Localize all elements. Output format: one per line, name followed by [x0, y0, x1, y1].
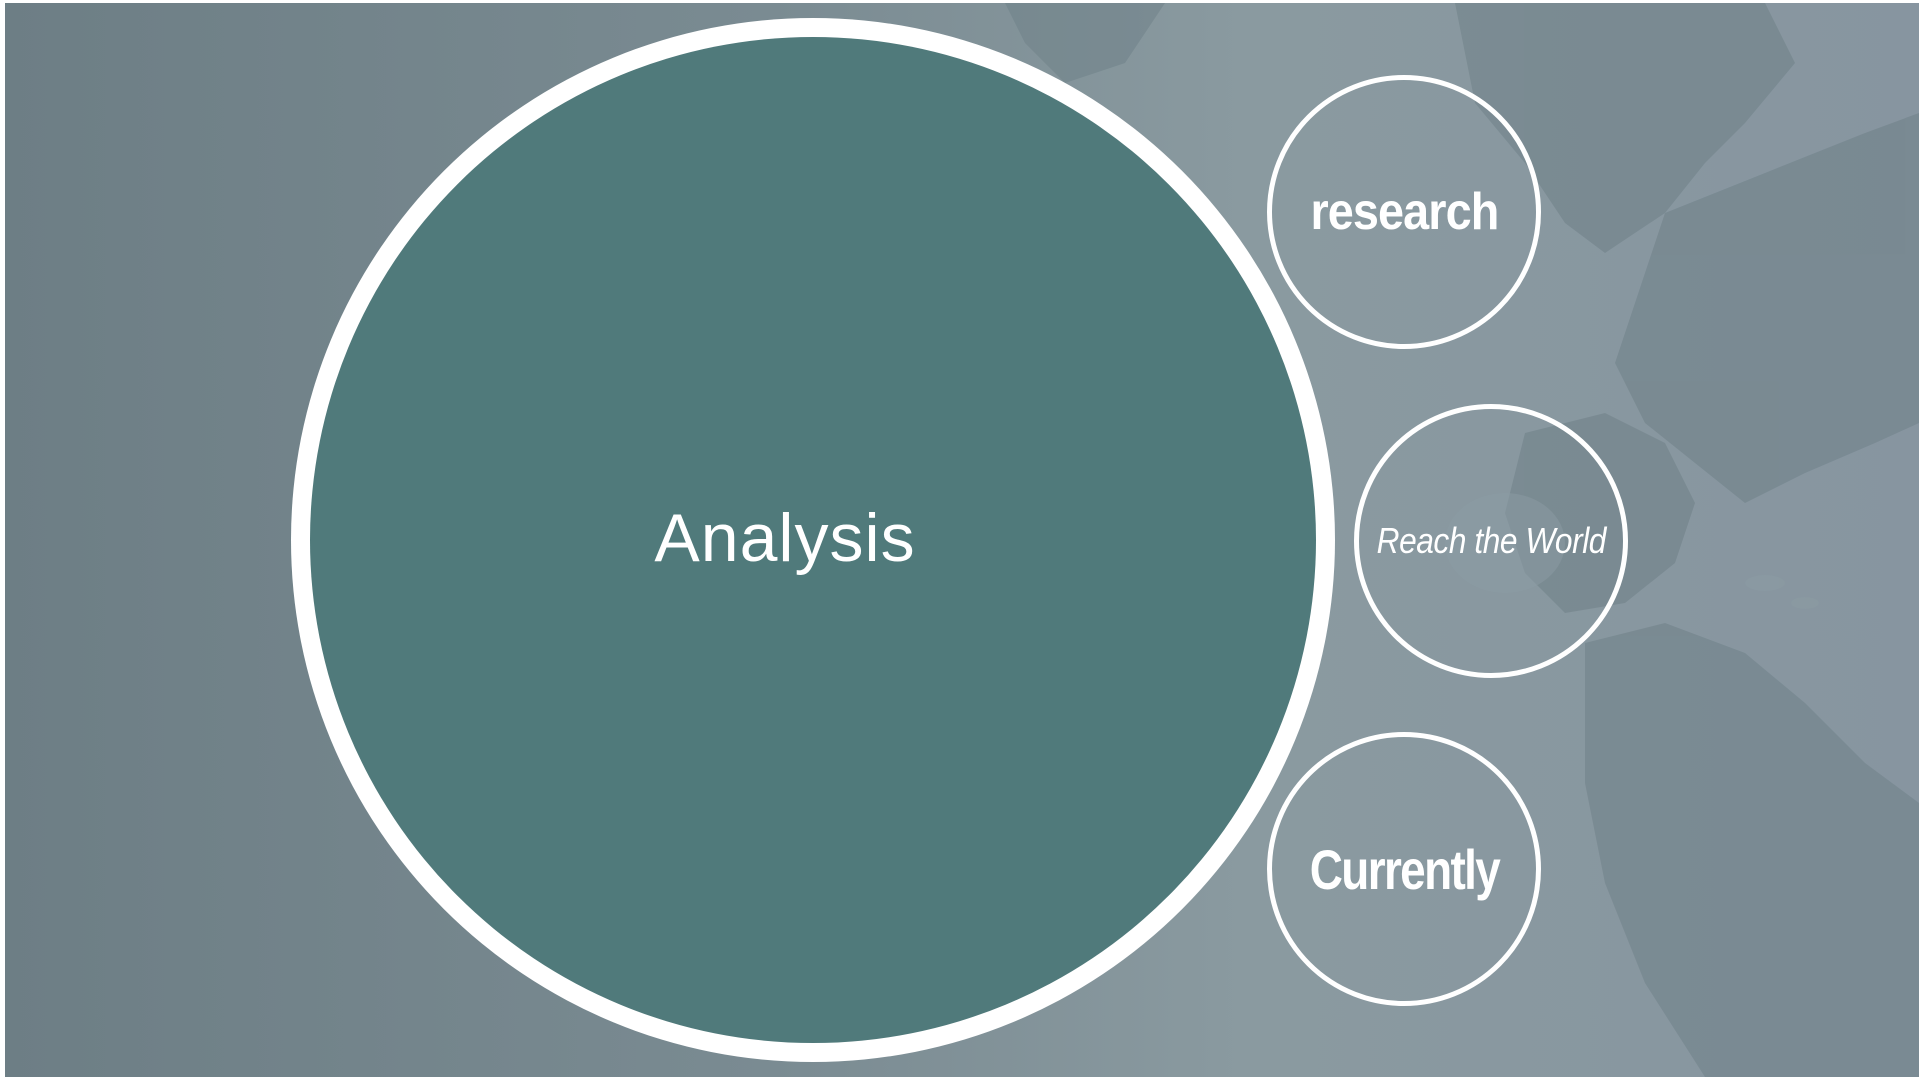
- world-map-background: [1005, 3, 1919, 1077]
- main-topic-circle[interactable]: [310, 37, 1316, 1043]
- currently-topic-circle[interactable]: Currently: [1267, 732, 1541, 1006]
- research-topic-circle[interactable]: research: [1267, 75, 1541, 349]
- main-topic-title: Analysis: [654, 500, 916, 576]
- research-topic-label: research: [1310, 183, 1499, 241]
- reach-the-world-topic-circle[interactable]: Reach the World: [1354, 404, 1628, 678]
- reach-the-world-topic-label: Reach the World: [1376, 520, 1606, 561]
- presentation-canvas: Analysis research Reach the World Curren…: [5, 3, 1919, 1077]
- currently-topic-label: Currently: [1309, 837, 1500, 901]
